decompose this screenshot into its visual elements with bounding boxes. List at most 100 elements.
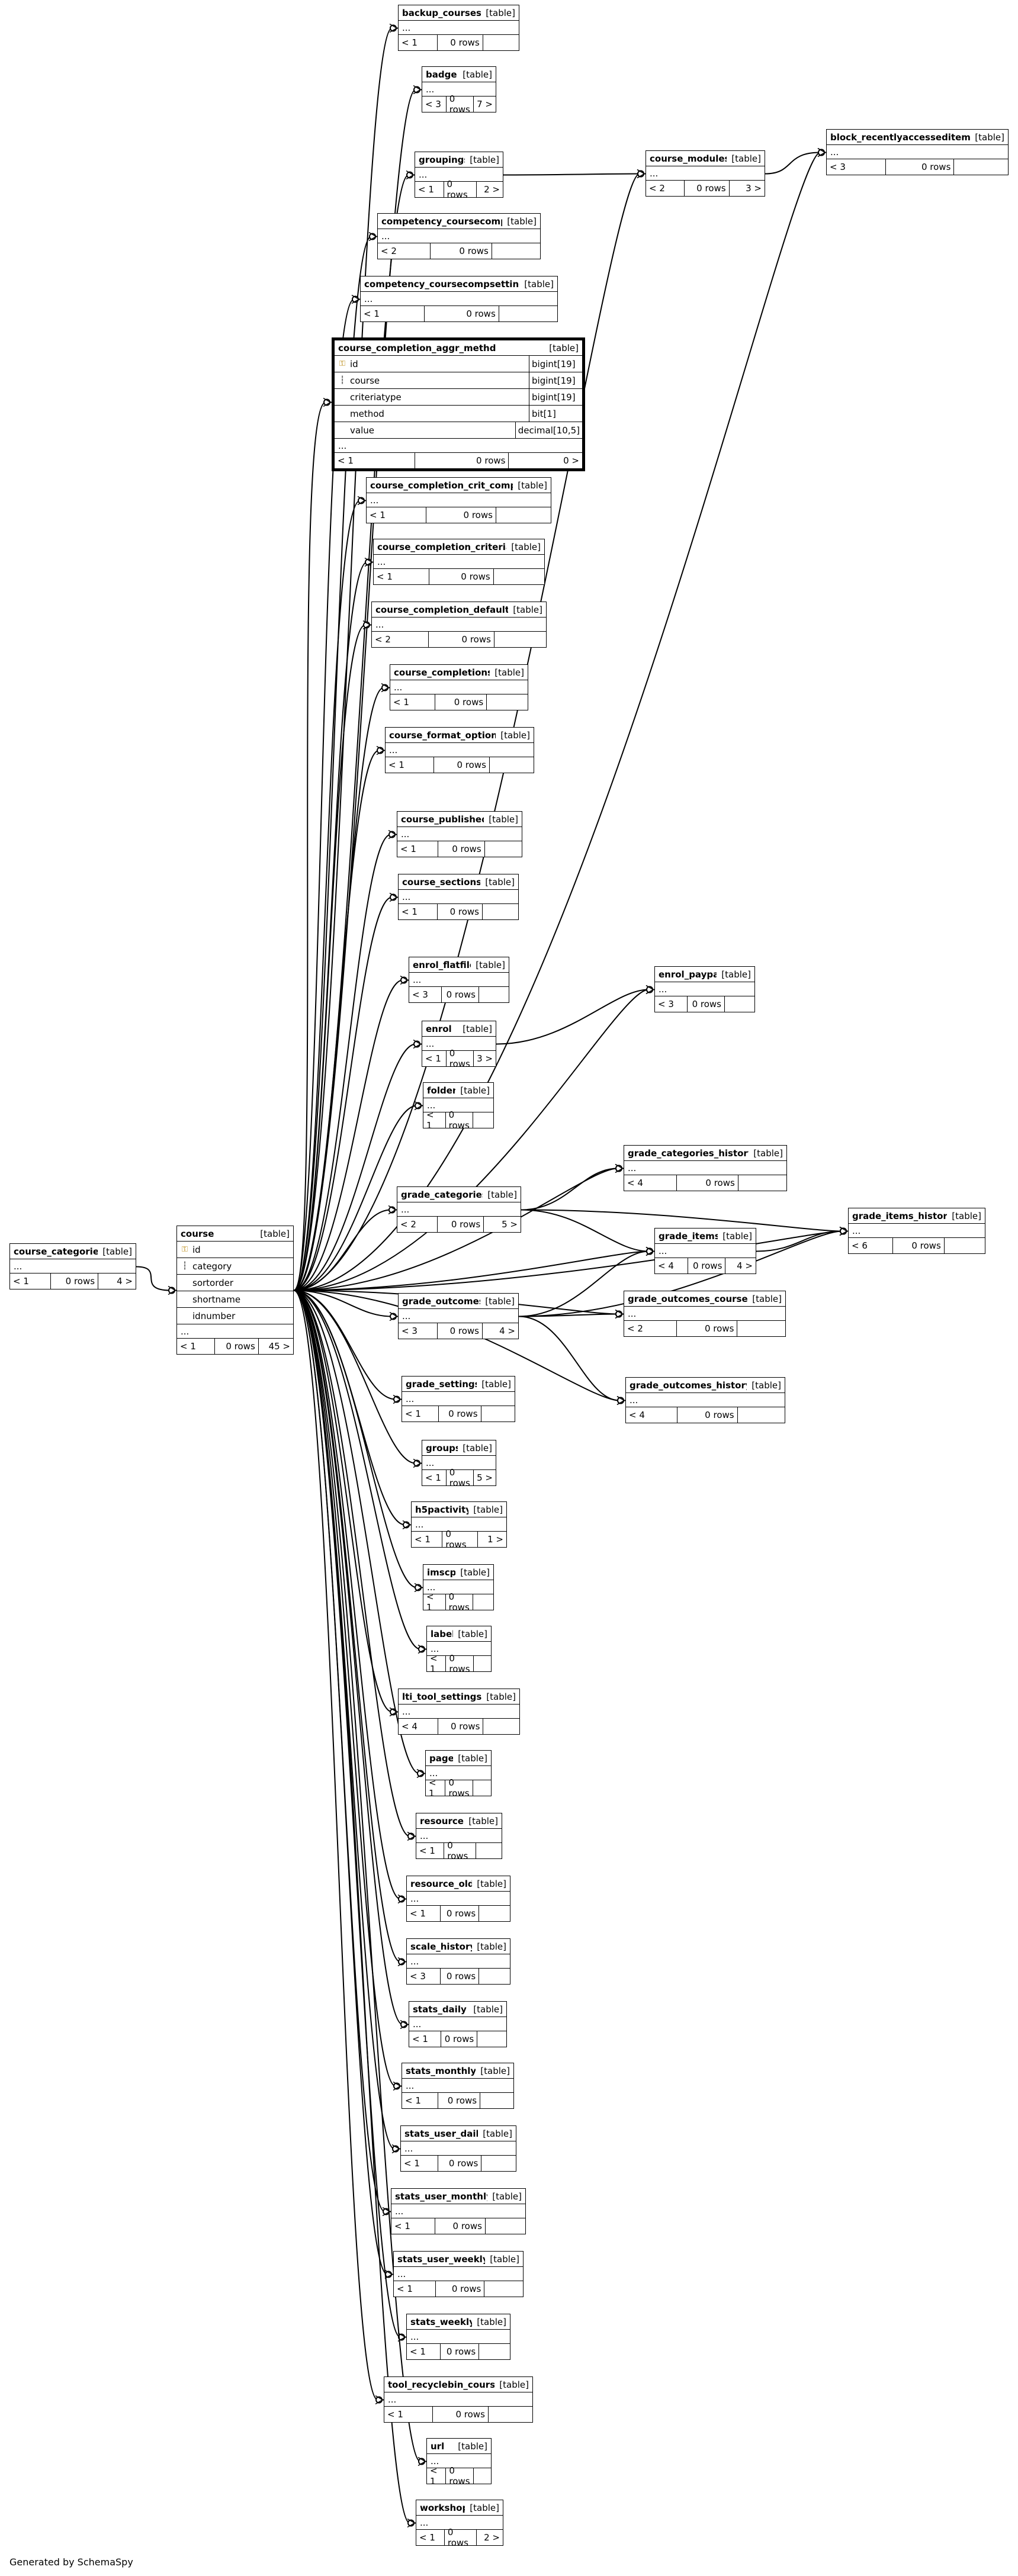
column-row[interactable]: ┇category bbox=[177, 1258, 293, 1275]
table-header[interactable]: tool_recyclebin_course[table] bbox=[384, 2377, 532, 2392]
table-header[interactable]: page[table] bbox=[426, 1751, 491, 1766]
table-header[interactable]: grade_outcomes_history[table] bbox=[626, 1378, 785, 1393]
column-row[interactable]: ⚿id bbox=[177, 1242, 293, 1258]
table-header[interactable]: stats_user_monthly[table] bbox=[391, 2189, 525, 2204]
table-header[interactable]: course_completion_criteria[table] bbox=[374, 539, 544, 555]
table-header[interactable]: workshop[table] bbox=[416, 2500, 503, 2516]
table-header[interactable]: stats_daily[table] bbox=[409, 2002, 506, 2017]
table-header[interactable]: block_recentlyaccesseditems[table] bbox=[827, 130, 1008, 145]
table-header[interactable]: url[table] bbox=[427, 2439, 491, 2454]
table-header[interactable]: imscp[table] bbox=[423, 1565, 493, 1580]
table-header[interactable]: grade_categories_history[table] bbox=[624, 1146, 786, 1161]
table-header[interactable]: grade_items[table] bbox=[655, 1228, 756, 1244]
table-header[interactable]: groups[table] bbox=[422, 1440, 496, 1456]
table-header[interactable]: backup_courses[table] bbox=[399, 5, 519, 21]
table-header[interactable]: grade_outcomes[table] bbox=[399, 1294, 518, 1309]
table-header[interactable]: badge[table] bbox=[422, 67, 496, 82]
table-header[interactable]: stats_monthly[table] bbox=[402, 2063, 513, 2079]
table-header[interactable]: course_modules[table] bbox=[646, 151, 765, 166]
table-block-recentlyaccesseditems[interactable]: block_recentlyaccesseditems[table]...< 3… bbox=[826, 129, 1009, 175]
table-header[interactable]: competency_coursecompsetting[table] bbox=[361, 276, 557, 292]
column-row[interactable]: sortorder bbox=[177, 1275, 293, 1291]
table-header[interactable]: course_completion_aggr_methd[table] bbox=[335, 340, 582, 356]
table-header[interactable]: course_format_options[table] bbox=[386, 728, 534, 743]
table-header[interactable]: stats_user_daily[table] bbox=[401, 2126, 516, 2141]
table-header[interactable]: label[table] bbox=[427, 1626, 491, 1642]
table-header[interactable]: course_sections[table] bbox=[399, 874, 518, 890]
table-course-completion-crit-compl[interactable]: course_completion_crit_compl[table]...< … bbox=[366, 477, 551, 523]
table-header[interactable]: course_completion_crit_compl[table] bbox=[367, 478, 551, 493]
column-row[interactable]: idnumber bbox=[177, 1308, 293, 1324]
table-header[interactable]: stats_weekly[table] bbox=[407, 2314, 510, 2330]
table-header[interactable]: course_published[table] bbox=[397, 812, 522, 827]
table-header[interactable]: enrol[table] bbox=[422, 1021, 496, 1037]
table-header[interactable]: resource_old[table] bbox=[407, 1876, 510, 1892]
table-header[interactable]: grade_items_history[table] bbox=[849, 1208, 985, 1224]
table-header[interactable]: grade_outcomes_courses[table] bbox=[624, 1291, 785, 1307]
table-header[interactable]: grade_categories[table] bbox=[397, 1187, 521, 1202]
table-header[interactable]: course[table] bbox=[177, 1226, 293, 1242]
table-competency-coursecompsetting[interactable]: competency_coursecompsetting[table]...< … bbox=[360, 276, 558, 322]
table-header[interactable]: course_categories[table] bbox=[10, 1244, 136, 1259]
table-header[interactable]: enrol_flatfile[table] bbox=[409, 957, 509, 973]
table-header[interactable]: folder[table] bbox=[423, 1083, 493, 1098]
table-header[interactable]: resource[table] bbox=[416, 1813, 502, 1829]
table-header[interactable]: grade_settings[table] bbox=[402, 1377, 515, 1392]
table-header[interactable]: lti_tool_settings[table] bbox=[399, 1689, 519, 1705]
table-header[interactable]: stats_user_weekly[table] bbox=[394, 2252, 523, 2267]
table-header[interactable]: course_completions[table] bbox=[390, 665, 528, 680]
table-header[interactable]: groupings[table] bbox=[415, 152, 503, 168]
column-row[interactable]: shortname bbox=[177, 1291, 293, 1308]
table-header[interactable]: enrol_paypal[table] bbox=[655, 967, 754, 982]
table-header[interactable]: h5pactivity[table] bbox=[412, 1502, 506, 1517]
table-header[interactable]: course_completion_defaults[table] bbox=[372, 602, 546, 618]
